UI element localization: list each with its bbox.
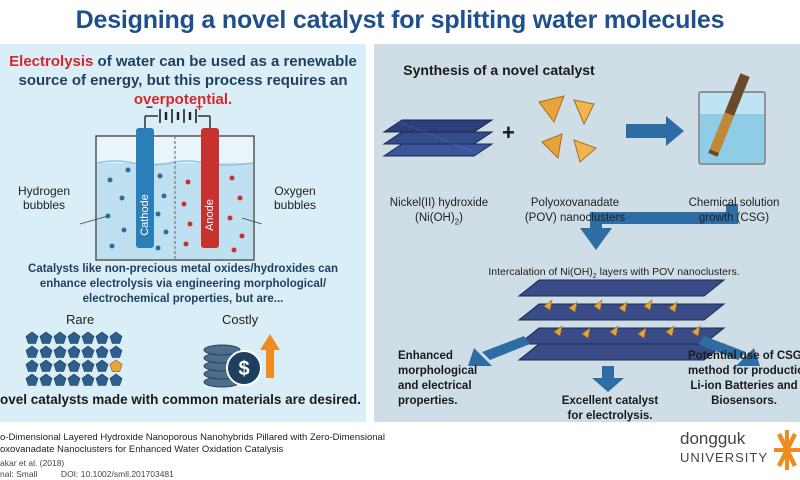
nickel-hydroxide-label: Nickel(II) hydroxide (Ni(OH)2) [389, 197, 489, 227]
university-logo-text: dongguk [680, 429, 746, 448]
novel-catalyst-statement: ovel catalysts made with common material… [0, 392, 361, 407]
anode-label: Anode [204, 199, 216, 231]
synthesis-title: Synthesis of a novel catalyst [403, 62, 595, 78]
university-logo-subtext: UNIVERSITY [680, 450, 769, 465]
synthesis-illustration: + [382, 73, 766, 392]
plus-sign: + [196, 100, 204, 114]
plus-operator: + [502, 120, 515, 145]
intro-line-2: source of energy, but this process requi… [18, 72, 348, 89]
beaker-icon [698, 73, 766, 165]
main-title: Designing a novel catalyst for splitting… [75, 6, 725, 34]
arrow-down-icon [592, 366, 624, 392]
paper-title-line-1: o-Dimensional Layered Hydroxide Nanoporo… [0, 432, 385, 443]
intercalation-label: Intercalation of Ni(OH)2 layers with POV… [488, 266, 740, 281]
citation-footer: o-Dimensional Layered Hydroxide Nanoporo… [0, 422, 800, 480]
pov-nanocluster-icon [538, 95, 597, 163]
battery-icon [159, 109, 197, 123]
cathode-label: Cathode [139, 194, 151, 236]
electrolysis-cell-illustration [79, 109, 263, 261]
electrolysis-panel: Electrolysis of water can be used as a r… [0, 44, 366, 422]
csg-label: Chemical solution growth (CSG) [688, 197, 780, 224]
intercalated-structure-icon [517, 279, 726, 361]
enhanced-properties-text: Enhanced morphological and electrical pr… [398, 350, 478, 407]
synthesis-panel: Synthesis of a novel catalyst + [374, 44, 800, 422]
arrow-right-icon [626, 116, 684, 146]
potential-use-text: Potential use of CSG method for producti… [688, 350, 800, 407]
cathode-electrode [136, 128, 154, 248]
arrow-left-down-icon [468, 336, 530, 366]
anode-electrode [201, 128, 219, 248]
excellent-catalyst-text: Excellent catalyst for electrolysis. [561, 395, 659, 422]
rare-label: Rare [66, 312, 95, 327]
paper-journal-doi: nal: Small DOI: 10.1002/smll.201703481 [0, 469, 174, 479]
minus-sign: − [146, 100, 154, 114]
costly-coins-dollar-icon: $ [203, 334, 280, 388]
university-logo-icon [774, 430, 800, 470]
arrow-down-bent-icon [580, 204, 738, 250]
electrolysis-highlight: Electrolysis [9, 53, 94, 70]
costly-label: Costly [222, 312, 259, 327]
intro-text: Electrolysis of water can be used as a r… [0, 52, 366, 109]
svg-text:$: $ [238, 358, 249, 380]
paper-authors: akar et al. (2018) [0, 458, 65, 468]
paper-title-line-2: oxovanadate Nanoclusters for Enhanced Wa… [0, 444, 284, 455]
nickel-hydroxide-layers-icon [382, 119, 494, 157]
rare-pentagon-grid-icon [25, 331, 123, 386]
catalyst-description: Catalysts like non-precious metal oxides… [28, 263, 338, 305]
pov-label: Polyoxovanadate (POV) nanoclusters [524, 197, 626, 224]
overpotential-highlight: overpotential. [133, 91, 233, 108]
intro-line-1: of water can be used as a renewable [93, 53, 357, 70]
arrow-right-down-icon [698, 336, 760, 366]
